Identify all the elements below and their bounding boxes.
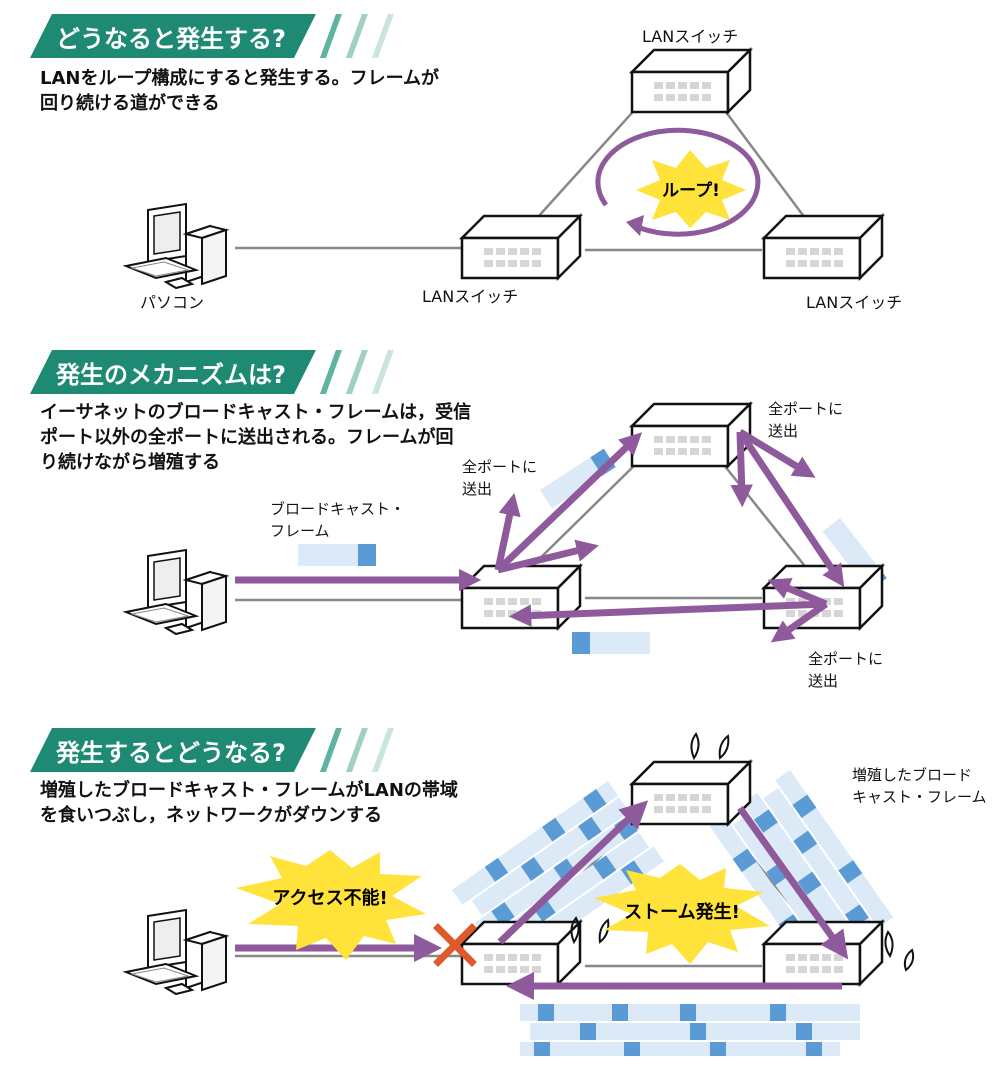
broadcast-frame-label: ブロードキャスト・ フレーム bbox=[270, 498, 405, 542]
storm-arrows bbox=[235, 800, 849, 1000]
cable bbox=[719, 459, 809, 571]
section-3-heading-text: 発生するとどうなる? bbox=[30, 728, 316, 772]
heading-stripe bbox=[345, 350, 368, 394]
lan-switch-icon bbox=[762, 920, 884, 986]
frame-arrows bbox=[235, 429, 845, 643]
lan-switch-icon bbox=[630, 48, 752, 114]
pc-icon bbox=[125, 203, 227, 289]
loop-arrowhead bbox=[626, 215, 644, 236]
section-3-diagram: アクセス不能! ストーム発生! bbox=[125, 732, 915, 1056]
broadcast-frame bbox=[572, 632, 650, 654]
switch-label: LANスイッチ bbox=[806, 293, 903, 312]
lan-switch-icon bbox=[762, 214, 884, 280]
cable bbox=[527, 459, 641, 571]
label-line: 増殖したブロード bbox=[852, 766, 973, 784]
cross-icon bbox=[433, 923, 477, 967]
burst-label: アクセス不能! bbox=[272, 887, 387, 909]
desc-line: 回り続ける道ができる bbox=[40, 93, 220, 114]
broadcast-frame bbox=[298, 544, 374, 566]
section-2-heading-text: 発生のメカニズムは? bbox=[30, 350, 316, 394]
section-1-heading: どうなると発生する? bbox=[30, 14, 394, 58]
label-line: 送出 bbox=[462, 480, 493, 498]
all-ports-label: 全ポートに 送出 bbox=[768, 398, 843, 442]
desc-line: 増殖したブロードキャスト・フレームがLANの帯域 bbox=[40, 780, 458, 801]
lan-switch-icon bbox=[630, 760, 752, 826]
broadcast-frame bbox=[540, 448, 616, 509]
multiplied-frames-label: 増殖したブロード キャスト・フレーム bbox=[852, 764, 987, 808]
desc-line: LANをループ構成にすると発生する。フレームが bbox=[40, 68, 440, 89]
lan-switch-icon bbox=[460, 920, 582, 986]
heading-stripe bbox=[319, 728, 342, 772]
heading-stripe bbox=[345, 728, 368, 772]
burst-icon bbox=[594, 864, 770, 964]
all-ports-label: 全ポートに 送出 bbox=[462, 456, 537, 500]
pc-icon bbox=[125, 909, 227, 995]
frame-pile bbox=[709, 770, 894, 974]
frame-header bbox=[358, 544, 376, 566]
heading-stripe bbox=[371, 350, 394, 394]
section-2-diagram bbox=[125, 402, 887, 654]
label-line: 送出 bbox=[808, 672, 839, 690]
section-1-diagram: ループ! bbox=[125, 48, 884, 289]
frame-header bbox=[572, 632, 590, 654]
switch-label: LANスイッチ bbox=[642, 27, 739, 46]
heading-stripe bbox=[371, 728, 394, 772]
burst-icon bbox=[236, 850, 426, 960]
section-1-description: LANをループ構成にすると発生する。フレームが 回り続ける道ができる bbox=[40, 66, 439, 116]
section-3-heading: 発生するとどうなる? bbox=[30, 728, 394, 772]
pc-label: パソコン bbox=[140, 293, 205, 312]
label-line: 送出 bbox=[768, 422, 799, 440]
lan-switch-icon bbox=[460, 214, 582, 280]
heading-stripe bbox=[319, 350, 342, 394]
sweat-drop-icon bbox=[570, 732, 915, 972]
label-line: 全ポートに bbox=[768, 400, 844, 418]
label-line: 全ポートに bbox=[462, 458, 538, 476]
label-line: キャスト・フレーム bbox=[852, 788, 987, 806]
desc-line: ポート以外の全ポートに送出される。フレームが回 bbox=[40, 427, 454, 448]
label-line: フレーム bbox=[270, 522, 330, 540]
burst-label: ストーム発生! bbox=[624, 901, 740, 923]
section-1-heading-text: どうなると発生する? bbox=[30, 14, 316, 58]
desc-line: り続けながら増殖する bbox=[40, 452, 220, 473]
section-2-description: イーサネットのブロードキャスト・フレームは，受信 ポート以外の全ポートに送出され… bbox=[40, 400, 471, 475]
desc-line: を食いつぶし，ネットワークがダウンする bbox=[40, 805, 382, 826]
cable bbox=[718, 103, 810, 223]
desc-line: イーサネットのブロードキャスト・フレームは，受信 bbox=[40, 402, 472, 423]
switch-label: LANスイッチ bbox=[422, 287, 519, 306]
pc-icon bbox=[125, 549, 227, 635]
section-2-heading: 発生のメカニズムは? bbox=[30, 350, 394, 394]
all-ports-label: 全ポートに 送出 bbox=[808, 648, 883, 692]
burst-label: ループ! bbox=[662, 180, 720, 201]
lan-switch-icon bbox=[630, 402, 752, 468]
section-3-description: 増殖したブロードキャスト・フレームがLANの帯域 を食いつぶし，ネットワークがダ… bbox=[40, 778, 458, 828]
label-line: ブロードキャスト・ bbox=[270, 500, 406, 518]
lan-switch-icon bbox=[762, 564, 884, 630]
loop-arc bbox=[595, 127, 761, 237]
burst-icon bbox=[636, 150, 746, 228]
frame-pile bbox=[520, 1004, 860, 1056]
label-line: 全ポートに bbox=[808, 650, 884, 668]
cable bbox=[527, 103, 641, 229]
